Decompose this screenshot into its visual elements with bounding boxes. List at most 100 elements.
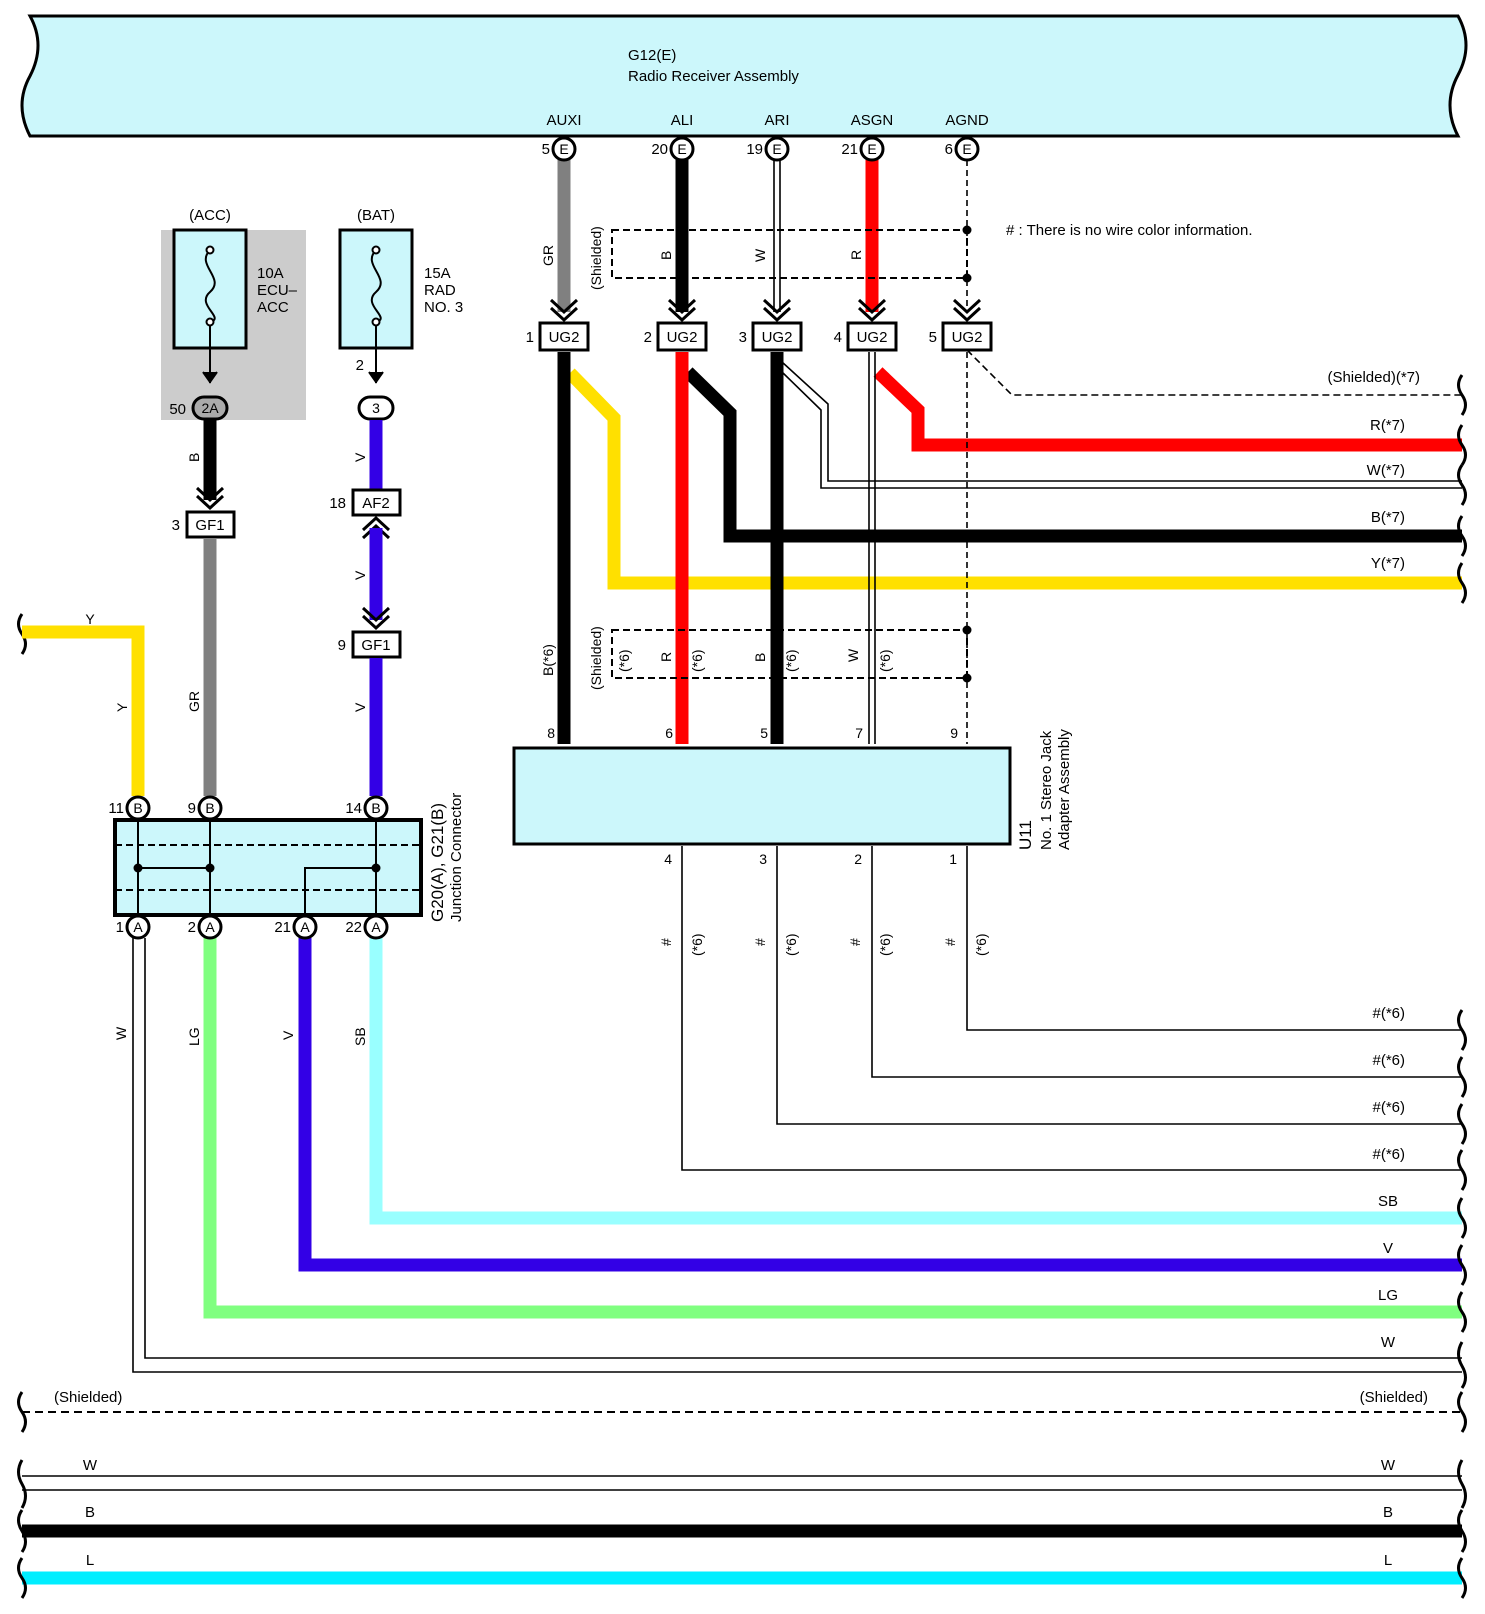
gf1-b-pin: 9 xyxy=(338,637,346,654)
jack-top-pin-5: 5 xyxy=(760,725,768,741)
ug2-label-3: UG2 xyxy=(762,329,793,346)
radio-name: Radio Receiver Assembly xyxy=(628,68,799,85)
radio-pin-21: E 21 xyxy=(841,136,885,162)
wire-label-v-junction: V xyxy=(280,1030,296,1040)
radio-pin-21-number: 21 xyxy=(841,141,858,158)
junction-pin-11b-connector: B xyxy=(133,800,142,816)
junction-pin-1a-number: 1 xyxy=(116,919,124,936)
ug2-connector-5: UG2 5 xyxy=(929,298,993,352)
fuse-bat-icon xyxy=(370,249,382,323)
gf1-a-pin: 3 xyxy=(172,517,180,534)
ug2-pin-2: 2 xyxy=(644,329,652,346)
wire-label-w-top: W xyxy=(752,248,768,262)
wire-label-gr-top: GR xyxy=(540,245,556,266)
fuse-acc-rating: 10A xyxy=(257,265,284,282)
ug2-label-5: UG2 xyxy=(952,329,983,346)
radio-code: G12(E) xyxy=(628,47,676,64)
fuse-bat-pin: 2 xyxy=(356,357,364,374)
fuse-bat-rating: 15A xyxy=(424,265,451,282)
jack-to-right-wires: # (*6) # (*6) # (*6) # (*6) xyxy=(658,846,1462,1171)
wire-color-note: # : There is no wire color information. xyxy=(1006,222,1253,239)
junction-top-pins: B 11 B 9 B 14 xyxy=(108,795,389,821)
ug2-connector-2: UG2 2 xyxy=(644,298,708,352)
shield-box-bottom: (Shielded) B(*6) (*6) R (*6) B (*6) W (*… xyxy=(540,625,972,690)
radio-to-ug2-wires xyxy=(557,160,968,312)
wire-label-r-bottom: R xyxy=(658,652,674,662)
fuse-bat-name2: NO. 3 xyxy=(424,299,463,316)
gf1-b-label: GF1 xyxy=(361,637,390,654)
jack-name-line1: No. 1 Stereo Jack xyxy=(1038,730,1055,850)
radio-pin-19-number: 19 xyxy=(746,141,763,158)
junction-pin-22a-connector: A xyxy=(371,919,381,935)
shield-label-top: (Shielded) xyxy=(588,226,604,290)
wire-label-lg-junction: LG xyxy=(186,1027,202,1046)
stereo-jack-adapter: 8 6 5 7 9 4 3 2 1 U11 No. 1 Stereo Jack … xyxy=(512,725,1073,867)
junction-pin-2a-connector: A xyxy=(205,919,215,935)
right-label-b: B xyxy=(1383,1504,1393,1521)
radio-pin-6-number: 6 xyxy=(945,141,953,158)
right-label-hash-3: #(*6) xyxy=(1372,1099,1405,1116)
right-labels: (Shielded)(*7) R(*7) W(*7) B(*7) Y(*7) #… xyxy=(1327,369,1428,1569)
wire-label-star6-4: (*6) xyxy=(877,649,893,672)
junction-pin-1a-connector: A xyxy=(133,919,143,935)
jack-top-pin-6: 6 xyxy=(665,725,673,741)
right-label-r7: R(*7) xyxy=(1370,417,1405,434)
radio-pin-5-connector: E xyxy=(559,141,568,157)
wire-label-r-top: R xyxy=(848,250,864,260)
fuse-acc-pin: 50 xyxy=(169,401,186,418)
jack-bottom-pin-1: 1 xyxy=(949,851,957,867)
right-label-shielded-7: (Shielded)(*7) xyxy=(1327,369,1420,386)
af2-pin: 18 xyxy=(329,495,346,512)
right-label-hash-2: #(*6) xyxy=(1372,1052,1405,1069)
junction-pin-14b: B 14 xyxy=(345,795,389,821)
star6-label-j2: (*6) xyxy=(783,933,799,956)
junction-pin-2a-number: 2 xyxy=(188,919,196,936)
star6-label-j1: (*6) xyxy=(689,933,705,956)
fuse-acc-name1: ECU– xyxy=(257,282,298,299)
wire-label-gr-acc: GR xyxy=(186,691,202,712)
acc-path-wires: B GF1 3 GR xyxy=(172,420,236,796)
wire-label-b-acc: B xyxy=(186,453,202,462)
junction-pin-11b: B 11 xyxy=(108,795,151,821)
fuse-bat-source: (BAT) xyxy=(357,207,395,224)
radio-pin-5: E 5 xyxy=(542,136,577,162)
ug2-label-4: UG2 xyxy=(857,329,888,346)
through-wires: (Shielded) W B L xyxy=(17,1389,1462,1599)
wire-label-y-left: Y xyxy=(85,611,95,627)
fuse-bat-name1: RAD xyxy=(424,282,456,299)
ug2-to-right-wires xyxy=(565,349,1462,590)
radio-pin-terminals: E 5 E 20 E 19 E 21 E 6 xyxy=(542,136,980,162)
junction-pin-1a: A 1 xyxy=(116,914,151,940)
radio-pin-20: E 20 xyxy=(651,136,695,162)
junction-pin-2a: A 2 xyxy=(188,914,223,940)
jack-bottom-pin-3: 3 xyxy=(759,851,767,867)
right-label-l: L xyxy=(1384,1552,1392,1569)
right-label-w: W xyxy=(1381,1457,1396,1474)
ug2-pin-4: 4 xyxy=(834,329,842,346)
jack-top-pin-9: 9 xyxy=(950,725,958,741)
fuse-acc-group: (ACC) 10A ECU– ACC 2A 50 xyxy=(161,207,306,421)
ug2-label-1: UG2 xyxy=(549,329,580,346)
hash-label-3: # xyxy=(847,938,863,946)
junction-pin-9b-connector: B xyxy=(205,800,214,816)
jack-bottom-pin-4: 4 xyxy=(664,851,672,867)
fuse-bat-group: (BAT) 15A RAD NO. 3 2 3 xyxy=(338,207,463,421)
jack-top-pin-7: 7 xyxy=(855,725,863,741)
wire-label-b6: B(*6) xyxy=(540,644,556,676)
wire-label-star6-2: (*6) xyxy=(689,649,705,672)
right-label-hash-1: #(*6) xyxy=(1372,1005,1405,1022)
af2-label: AF2 xyxy=(362,495,390,512)
right-label-sb: SB xyxy=(1378,1193,1398,1210)
ug2-connector-1: UG2 1 xyxy=(526,298,590,352)
right-label-v: V xyxy=(1383,1240,1393,1257)
y-input-wire: Y Y xyxy=(17,611,145,796)
left-label-b: B xyxy=(85,1504,95,1521)
jack-top-pin-8: 8 xyxy=(547,725,555,741)
shield-label-bottom: (Shielded) xyxy=(588,626,604,690)
junction-pin-21a-number: 21 xyxy=(274,919,291,936)
junction-pin-9b-number: 9 xyxy=(188,800,196,817)
hash-label-2: # xyxy=(752,938,768,946)
fuse-bat-connector: 3 xyxy=(372,400,380,416)
junction-pin-22a: A 22 xyxy=(345,914,389,940)
ug2-label-2: UG2 xyxy=(667,329,698,346)
